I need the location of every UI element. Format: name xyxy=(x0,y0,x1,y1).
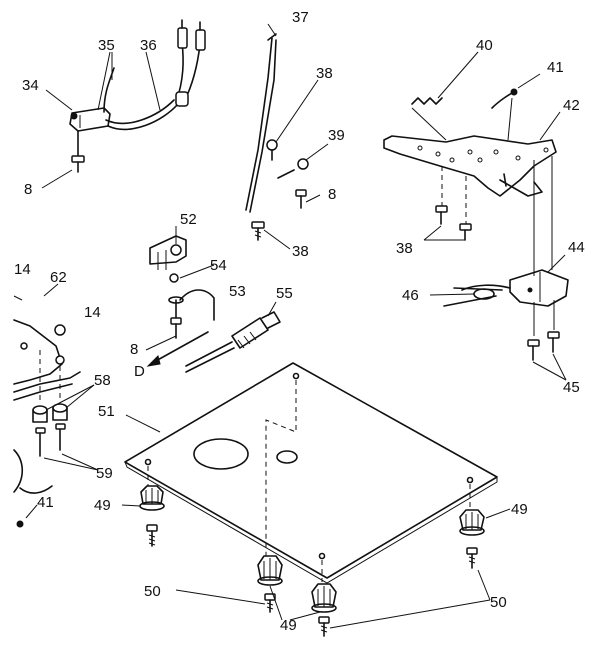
clip-52 xyxy=(149,235,215,339)
callout-50: 50 xyxy=(144,583,161,600)
direction-arrow-d xyxy=(146,331,209,367)
callout-40: 40 xyxy=(476,37,493,54)
foot-front-right xyxy=(311,583,337,613)
spring-39 xyxy=(277,158,309,209)
switch-assembly-44 xyxy=(443,269,569,361)
callout-38: 38 xyxy=(292,243,309,260)
callout-34: 34 xyxy=(22,77,39,94)
callout-8: 8 xyxy=(24,181,32,198)
callout-d: D xyxy=(134,363,145,380)
foot-back-right xyxy=(459,509,485,536)
callout-54: 54 xyxy=(210,257,227,274)
callout-50: 50 xyxy=(490,594,507,611)
callout-36: 36 xyxy=(140,37,157,54)
callout-38: 38 xyxy=(396,240,413,257)
callout-41: 41 xyxy=(37,494,54,511)
callout-41: 41 xyxy=(547,59,564,76)
mechanism-plate-42 xyxy=(383,88,557,276)
power-cord-55 xyxy=(185,311,281,373)
callout-35: 35 xyxy=(98,37,115,54)
tone-arm-cable-assembly xyxy=(69,19,206,173)
callout-8: 8 xyxy=(328,186,336,203)
callout-52: 52 xyxy=(180,211,197,228)
callout-49: 49 xyxy=(280,617,297,634)
callout-53: 53 xyxy=(229,283,246,300)
callout-46: 46 xyxy=(402,287,419,304)
callout-55: 55 xyxy=(276,285,293,302)
leader-lines xyxy=(25,23,567,629)
callout-45: 45 xyxy=(563,379,580,396)
screws-50 xyxy=(146,524,478,637)
rod-37 xyxy=(245,33,278,241)
callout-59: 59 xyxy=(96,465,113,482)
callout-labels: 37 35 36 34 8 38 39 8 38 40 41 42 38 44 … xyxy=(14,9,585,634)
foot-front-center xyxy=(257,555,283,586)
callout-49: 49 xyxy=(94,497,111,514)
callout-39: 39 xyxy=(328,127,345,144)
foot-front-left xyxy=(139,485,165,511)
callout-38: 38 xyxy=(316,65,333,82)
callout-42: 42 xyxy=(563,97,580,114)
callout-51: 51 xyxy=(98,403,115,420)
callout-49: 49 xyxy=(511,501,528,518)
callout-58: 58 xyxy=(94,372,111,389)
left-partial-assembly xyxy=(13,295,81,528)
base-plate xyxy=(124,362,498,584)
callout-37: 37 xyxy=(292,9,309,26)
callout-14: 14 xyxy=(84,304,101,321)
callout-14: 14 xyxy=(14,261,31,278)
callout-62: 62 xyxy=(50,269,67,286)
callout-8: 8 xyxy=(130,341,138,358)
callout-44: 44 xyxy=(568,239,585,256)
